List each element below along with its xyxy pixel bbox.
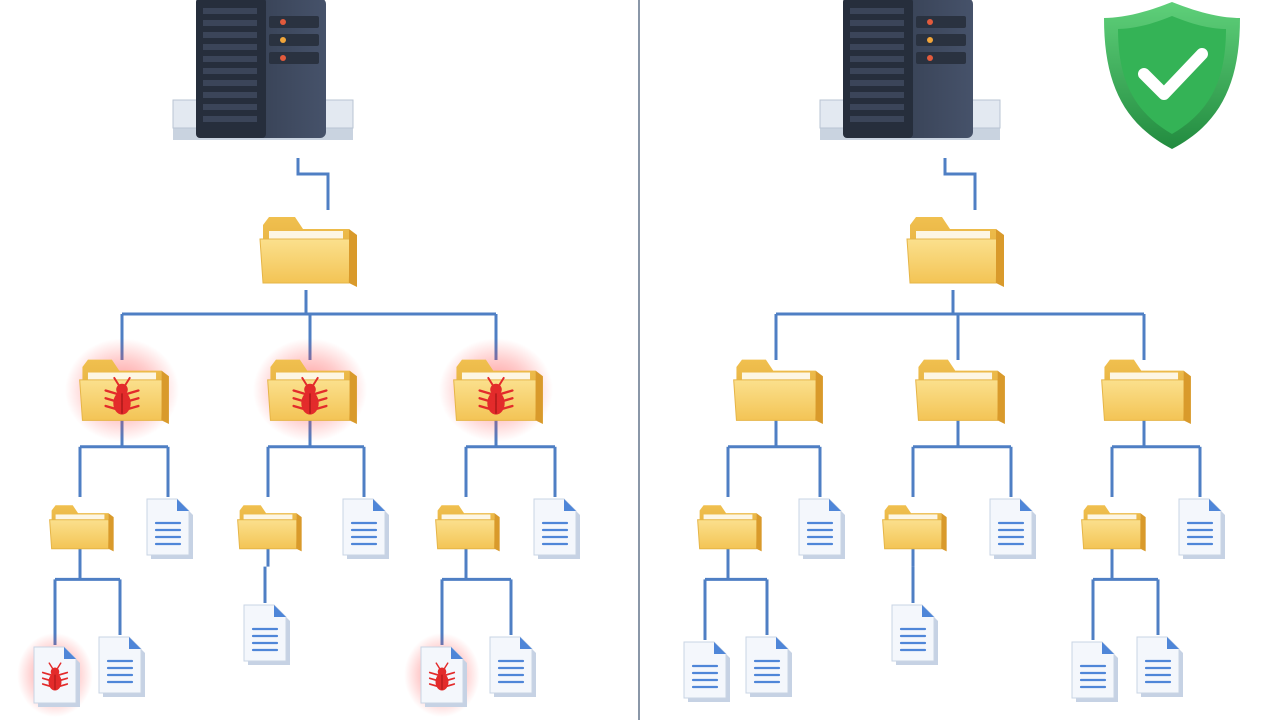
folder-icon <box>1081 505 1146 552</box>
file-icon <box>745 636 792 697</box>
file-icon-infected <box>17 633 93 717</box>
file-icon <box>243 604 290 665</box>
bug-icon <box>41 662 69 691</box>
bug-icon <box>478 376 514 415</box>
folder-icon <box>1101 359 1191 425</box>
bug-icon <box>428 662 456 691</box>
file-icon <box>489 636 536 697</box>
tree-icons <box>17 0 1240 717</box>
folder-icon <box>237 505 302 552</box>
connector-line <box>296 158 330 210</box>
file-icon <box>98 636 145 697</box>
folder-icon <box>906 217 1004 287</box>
file-icon-infected <box>404 633 480 717</box>
folder-icon-infected <box>253 338 367 442</box>
file-icon <box>146 498 193 559</box>
server-icon <box>819 0 1001 140</box>
file-icon <box>533 498 580 559</box>
panel-infected <box>17 0 580 717</box>
file-icon <box>798 498 845 559</box>
panel-clean <box>683 0 1240 702</box>
bug-icon <box>104 376 140 415</box>
folder-icon <box>49 505 114 552</box>
folder-icon <box>733 359 823 425</box>
folder-icon-infected <box>439 338 553 442</box>
folder-icon <box>915 359 1005 425</box>
file-icon <box>342 498 389 559</box>
folder-icon <box>435 505 500 552</box>
server-icon <box>172 0 354 140</box>
connector-lines <box>53 158 1202 645</box>
folder-icon <box>259 217 357 287</box>
file-icon <box>891 604 938 665</box>
shield-check-icon <box>1104 2 1240 149</box>
file-icon <box>1071 641 1118 702</box>
connector-line <box>943 158 977 210</box>
file-icon <box>989 498 1036 559</box>
folder-icon <box>697 505 762 552</box>
file-icon <box>683 641 730 702</box>
file-icon <box>1136 636 1183 697</box>
folder-icon <box>882 505 947 552</box>
file-icon <box>1178 498 1225 559</box>
folder-icon-infected <box>65 338 179 442</box>
bug-icon <box>292 376 328 415</box>
